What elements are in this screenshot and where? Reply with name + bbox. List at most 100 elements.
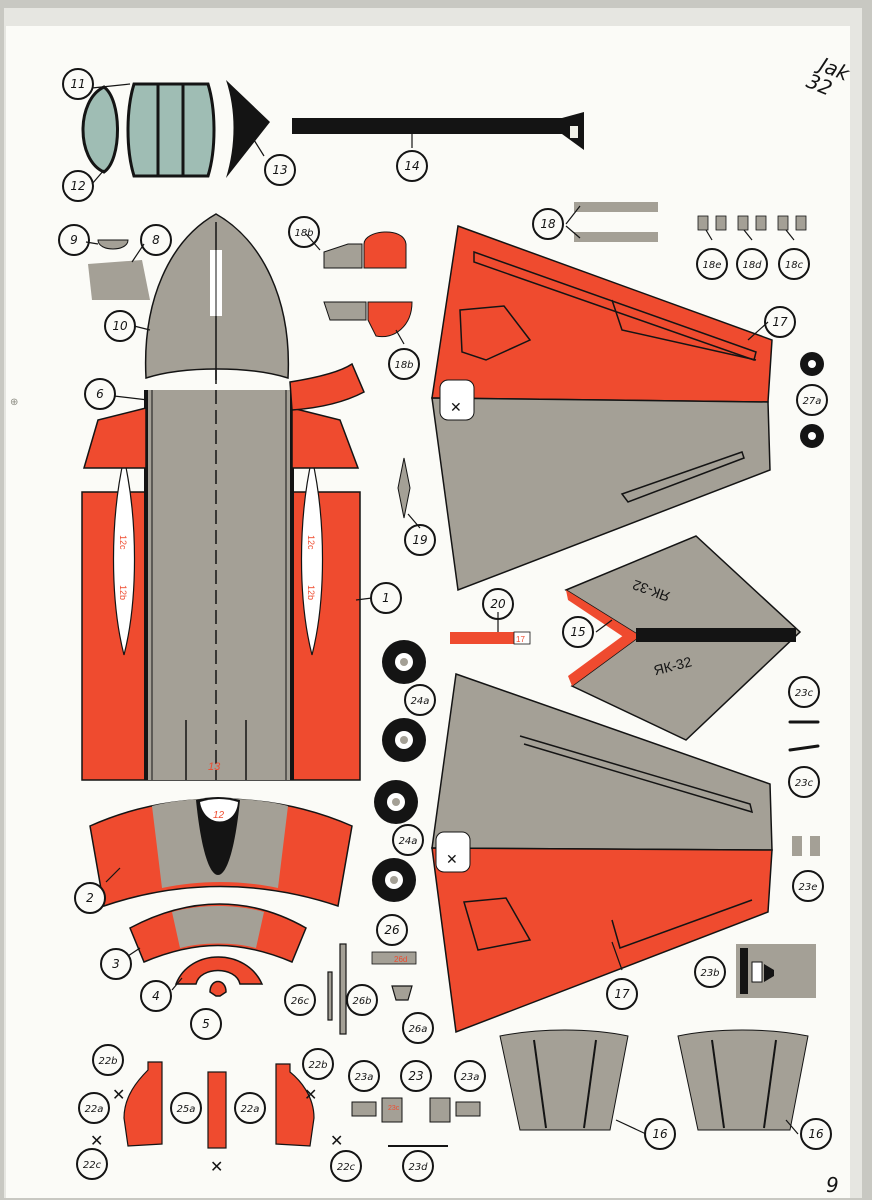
part-label-text: 18d: [742, 260, 762, 271]
part-label-text: 5: [202, 1017, 210, 1031]
part-6-ring: [289, 362, 365, 411]
part-label-text: 3: [112, 957, 120, 971]
part-label-p13: 13: [264, 154, 296, 186]
part-label-text: 23a: [461, 1072, 480, 1083]
part-label-p16b: 16: [800, 1118, 832, 1150]
part-label-p12: 12: [62, 170, 94, 202]
part-23c-piece: [788, 744, 820, 752]
fuselage-part-1: 13 12c 12c 12b 12b: [81, 230, 361, 781]
part-label-text: 9: [70, 233, 78, 247]
part-label-text: 8: [152, 233, 160, 247]
svg-text:✕: ✕: [450, 399, 462, 415]
part-16-right: [677, 1029, 809, 1131]
part-label-p23e: 23e: [792, 870, 824, 902]
tab-12b-left: 12b: [118, 585, 128, 600]
part-label-text: 1: [382, 591, 390, 605]
part-label-text: 13: [272, 163, 287, 177]
part-label-p23d: 23d: [402, 1150, 434, 1182]
part-label-p26b: 26b: [346, 984, 378, 1016]
part-label-text: 12: [70, 179, 85, 193]
part-26-strip: 26d: [371, 951, 417, 965]
part-6-collar-right: [291, 407, 360, 469]
part-label-text: 22a: [241, 1104, 260, 1115]
part-label-text: 11: [70, 77, 85, 91]
wheel: [382, 718, 426, 762]
part-label-p23a-right: 23a: [454, 1060, 486, 1092]
fuselage-13-mark: 13: [208, 761, 221, 773]
fuselage-12-mark: 12: [213, 810, 225, 821]
part-label-text: 23: [408, 1069, 423, 1083]
part-16-left: [499, 1029, 629, 1131]
part-label-p18e: 18e: [696, 248, 728, 280]
part-label-text: 26a: [409, 1024, 428, 1035]
strip-20-mark: 17: [516, 635, 525, 644]
part-label-p24a-top: 24a: [404, 684, 436, 716]
part-label-p18b-top: 18b: [288, 216, 320, 248]
part-label-text: 26: [384, 923, 400, 937]
part-label-text: 14: [404, 159, 419, 173]
part-6-collar: [83, 407, 147, 469]
part-label-p25a: 25a: [170, 1092, 202, 1124]
part-label-p23c-top: 23c: [788, 676, 820, 708]
part-label-text: 22c: [83, 1160, 102, 1171]
wheel: [372, 858, 416, 902]
part-label-p22b-left: 22b: [92, 1044, 124, 1076]
part-label-text: 22c: [337, 1162, 356, 1173]
part-label-p22c-right: 22c: [330, 1150, 362, 1182]
small-wheel: [800, 352, 824, 376]
part-label-text: 18: [540, 217, 556, 231]
part-23b: [736, 944, 816, 998]
part-label-text: 10: [112, 319, 128, 333]
pitot-strip: [292, 118, 562, 134]
strip-26-mark: 26d: [394, 955, 407, 964]
fuselage-spine: [146, 390, 292, 780]
part-label-p17a: 17: [764, 306, 796, 338]
part-23-set: 23c: [351, 1097, 481, 1147]
part-label-p9: 9: [58, 224, 90, 256]
wheel: [374, 780, 418, 824]
part-label-p22a-right: 22a: [234, 1092, 266, 1124]
part-9-cap: [97, 239, 129, 250]
part-label-p14: 14: [396, 150, 428, 182]
svg-text:✕: ✕: [210, 1159, 223, 1176]
wing-slot-left: [112, 457, 136, 656]
part-16-line: [533, 1039, 547, 1129]
wing-slot-right: [300, 457, 324, 656]
lower-fuselage-parts: 12: [89, 797, 353, 997]
part-label-p18: 18: [532, 208, 564, 240]
tab-12b-right: 12b: [306, 585, 316, 600]
part-label-text: 23d: [408, 1162, 428, 1173]
part-label-p15: 15: [562, 616, 594, 648]
part-22-right: ✕ ✕: [275, 1063, 343, 1150]
part-13-nose-cone: [226, 80, 270, 178]
part-label-p22a-left: 22a: [78, 1092, 110, 1124]
part-8-panel: [88, 260, 150, 300]
part-label-p5: 5: [190, 1008, 222, 1040]
part-label-text: 19: [412, 533, 427, 547]
part-5-ring: [209, 980, 227, 997]
part-label-text: 15: [570, 625, 585, 639]
part-label-text: 20: [490, 597, 506, 611]
svg-text:✕: ✕: [330, 1133, 343, 1150]
svg-text:✕: ✕: [446, 851, 458, 867]
margin-mark: ⊕: [10, 397, 18, 408]
part-label-text: 26c: [291, 996, 310, 1007]
part-18b-set: [323, 231, 413, 338]
part-label-p24a-bottom: 24a: [392, 824, 424, 856]
part-label-p26c: 26c: [284, 984, 316, 1016]
part-22-left: ✕ ✕: [90, 1061, 163, 1150]
part-label-p18c: 18c: [778, 248, 810, 280]
wing-17-lower: ✕: [431, 672, 773, 1034]
part-label-text: 24a: [399, 836, 418, 847]
part-23e: [792, 836, 820, 856]
part-label-p16a: 16: [644, 1118, 676, 1150]
part-label-text: 16: [652, 1127, 668, 1141]
part-16-line: [763, 1039, 777, 1129]
part-label-text: 25a: [177, 1104, 196, 1115]
part-label-text: 18b: [294, 228, 313, 239]
part-14-pitot-strip: [292, 112, 584, 150]
tab-12c-left: 12c: [118, 535, 128, 550]
part-label-p22b-right: 22b: [302, 1048, 334, 1080]
part-label-text: 4: [152, 989, 160, 1003]
